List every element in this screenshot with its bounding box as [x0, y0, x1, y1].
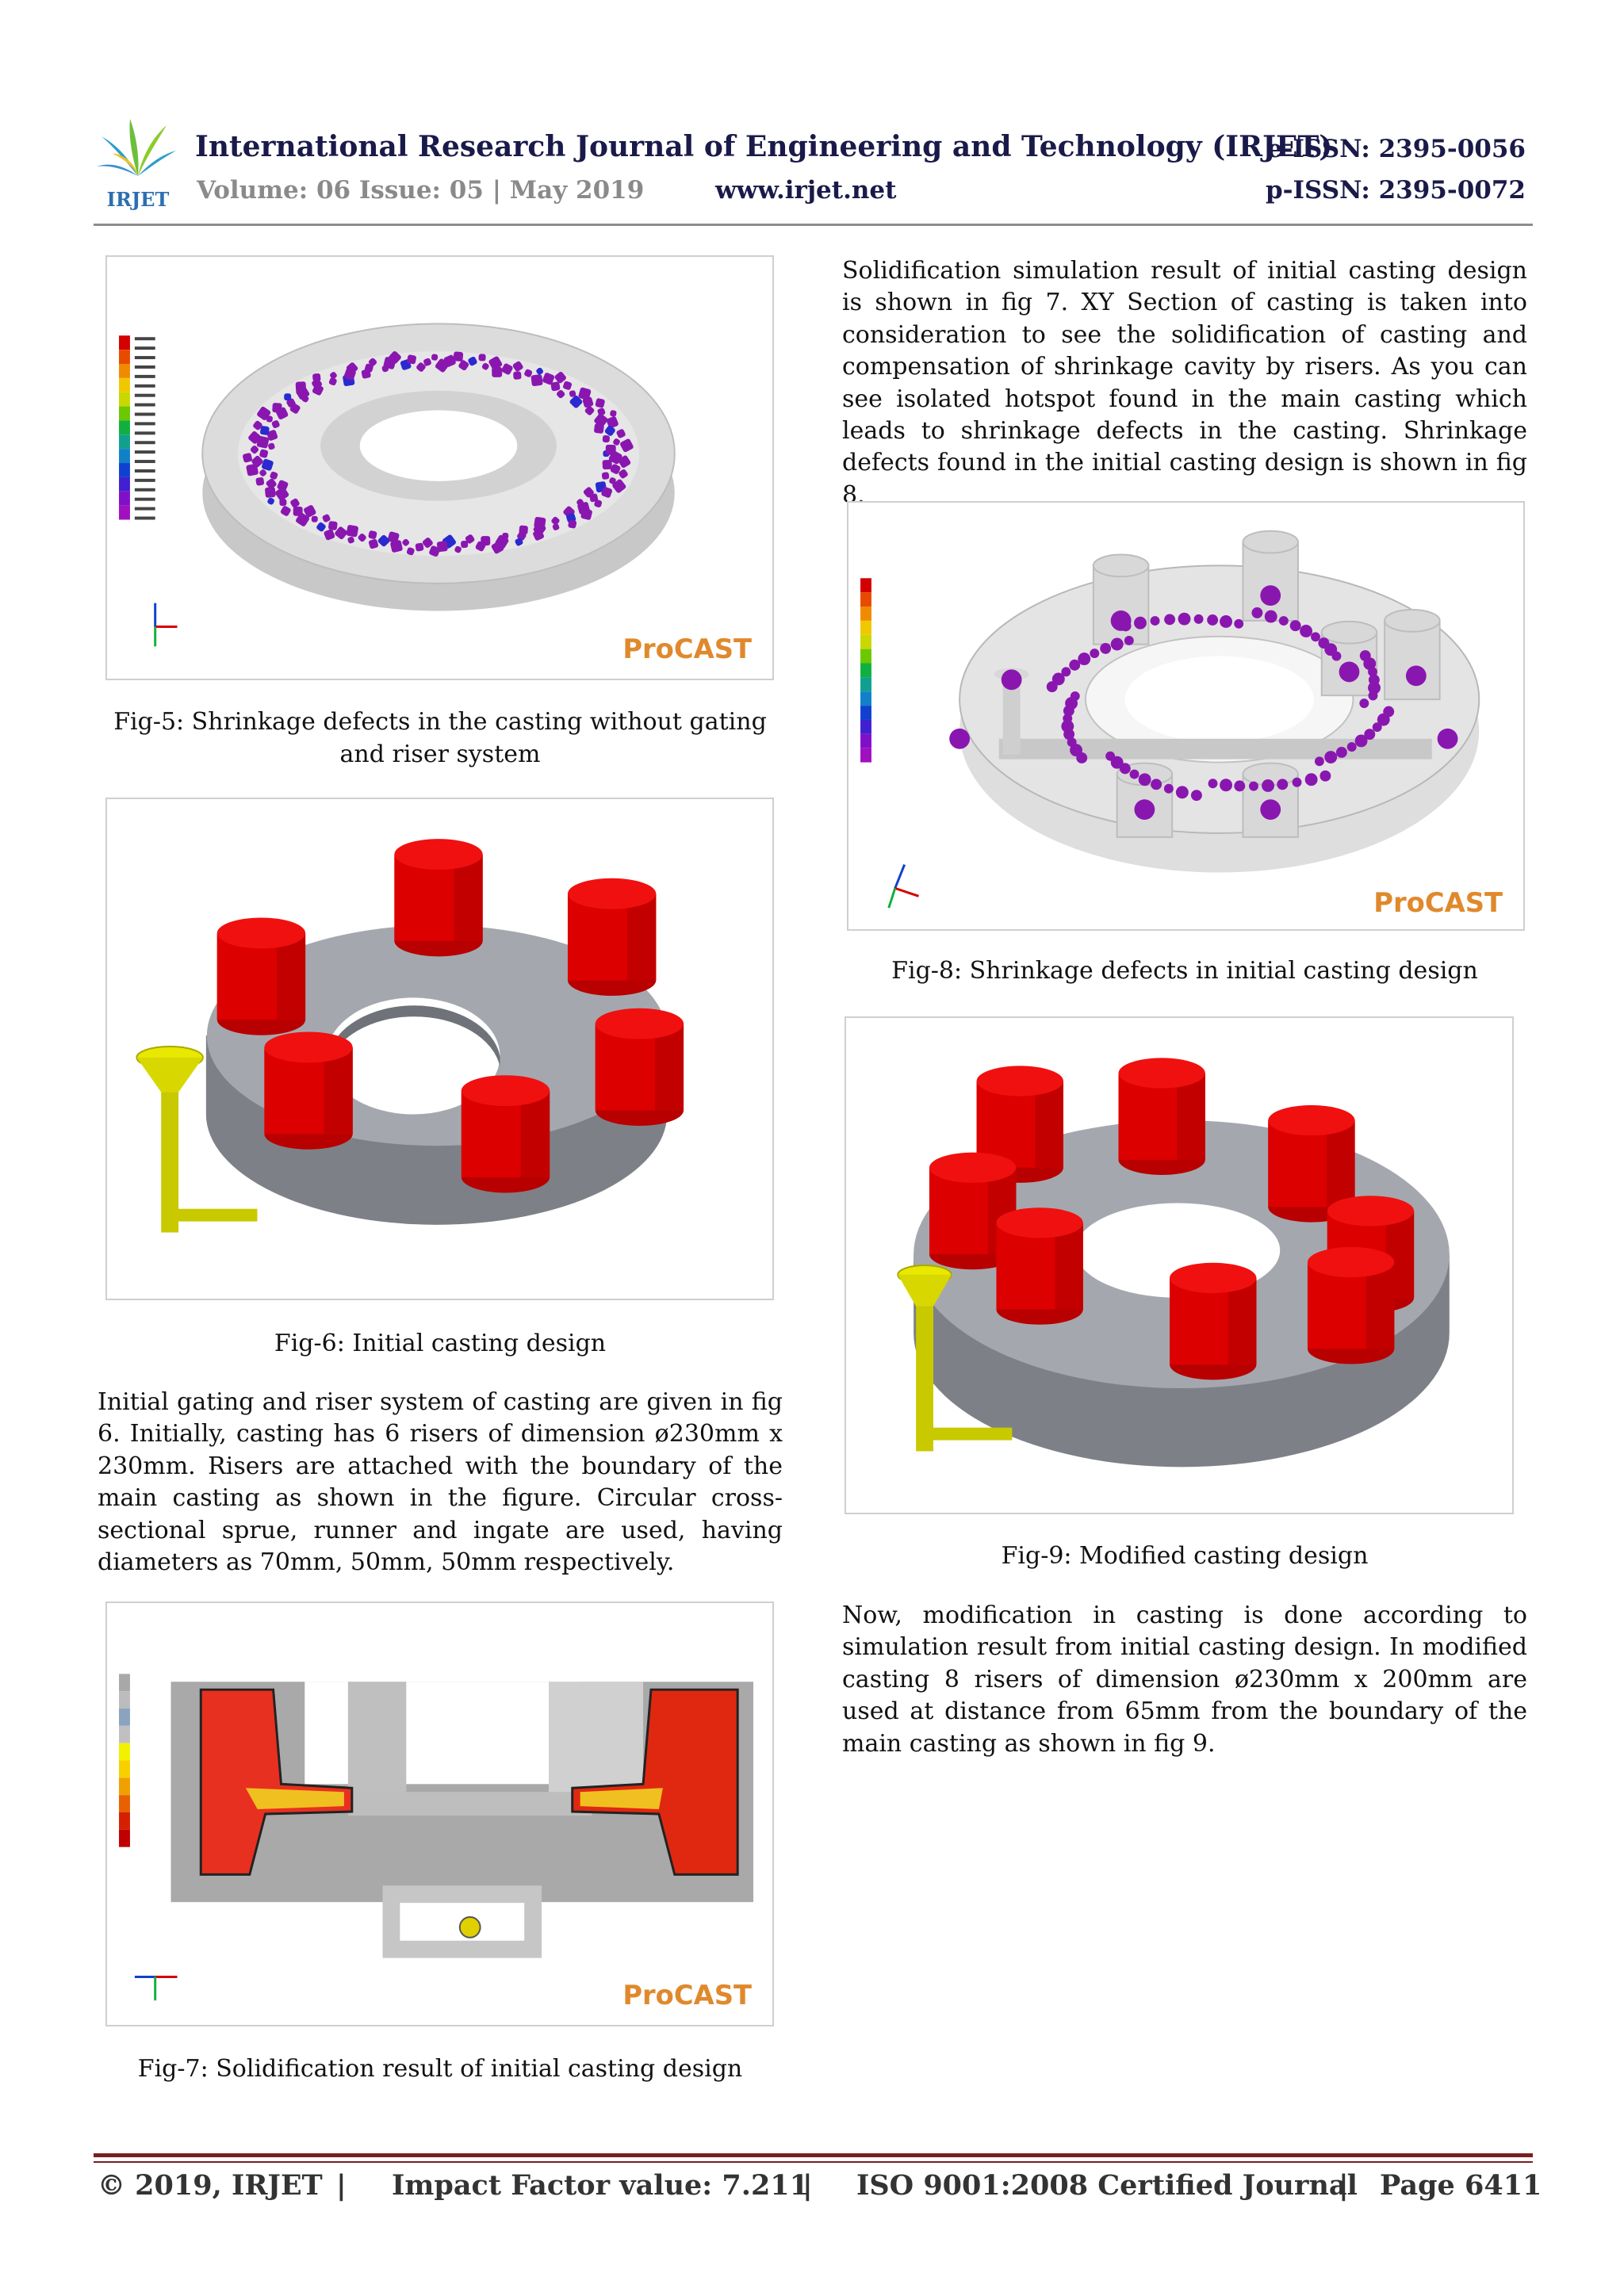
axis-triad-icon — [134, 1975, 178, 2001]
figure-7-image: ProCAST — [105, 1601, 774, 2026]
footer-certification: ISO 9001:2008 Certified Journal — [856, 2169, 1358, 2202]
figure-7-caption: Fig-7: Solidification result of initial … — [137, 2055, 743, 2083]
figure-8-image: ProCAST — [847, 501, 1525, 931]
footer-separator: | — [336, 2169, 347, 2202]
procast-watermark: ProCAST — [1373, 887, 1503, 918]
volume-issue: Volume: 06 Issue: 05 | May 2019 — [197, 176, 645, 205]
journal-website-link[interactable]: www.irjet.net — [715, 176, 897, 205]
sprue — [897, 1265, 1013, 1452]
procast-watermark: ProCAST — [622, 1980, 752, 2011]
initial-design-paragraph: Initial gating and riser system of casti… — [98, 1388, 783, 1577]
shrinkage-defects — [243, 350, 634, 557]
figure-9-image — [845, 1016, 1514, 1514]
logo-text: IRJET — [107, 188, 170, 211]
figure-9-caption: Fig-9: Modified casting design — [1001, 1542, 1369, 1570]
risers — [929, 1058, 1415, 1380]
footer-impact-factor: Impact Factor value: 7.211 — [392, 2169, 810, 2202]
modified-design-paragraph: Now, modification in casting is done acc… — [842, 1601, 1527, 1758]
color-legend — [119, 335, 155, 520]
footer-separator: | — [1339, 2169, 1349, 2202]
journal-title: International Research Journal of Engine… — [195, 130, 1333, 163]
figure-5-image: ProCAST — [105, 255, 774, 680]
figure-8-caption: Fig-8: Shrinkage defects in initial cast… — [891, 957, 1478, 985]
header-divider — [94, 224, 1533, 226]
logo-leaves-icon — [97, 119, 176, 176]
figure-6-caption: Fig-6: Initial casting design — [274, 1330, 607, 1357]
footer-page-number: Page 6411 — [1380, 2169, 1542, 2202]
color-legend — [119, 1674, 130, 1847]
section-view — [170, 1682, 754, 1958]
risers — [216, 839, 684, 1193]
transparent-casting — [959, 530, 1480, 873]
irjet-logo: IRJET — [94, 113, 182, 211]
p-issn: p-ISSN: 2395-0072 — [1265, 176, 1526, 205]
footer-copyright: © 2019, IRJET — [98, 2169, 323, 2202]
sprue — [136, 1046, 258, 1233]
axis-triad-icon — [887, 864, 919, 909]
e-issn: e-ISSN: 2395-0056 — [1266, 135, 1526, 163]
figure-5-caption: Fig-5: Shrinkage defects in the casting … — [113, 708, 767, 768]
axis-triad-icon — [154, 603, 178, 647]
footer-separator: | — [802, 2169, 813, 2202]
figure-6-image — [105, 798, 774, 1300]
solidification-paragraph: Solidification simulation result of init… — [842, 257, 1527, 509]
footer-divider-thin — [94, 2161, 1533, 2163]
color-legend — [860, 578, 871, 763]
footer-divider — [94, 2153, 1533, 2157]
shrinkage-defects — [949, 585, 1458, 821]
procast-watermark: ProCAST — [622, 633, 752, 664]
